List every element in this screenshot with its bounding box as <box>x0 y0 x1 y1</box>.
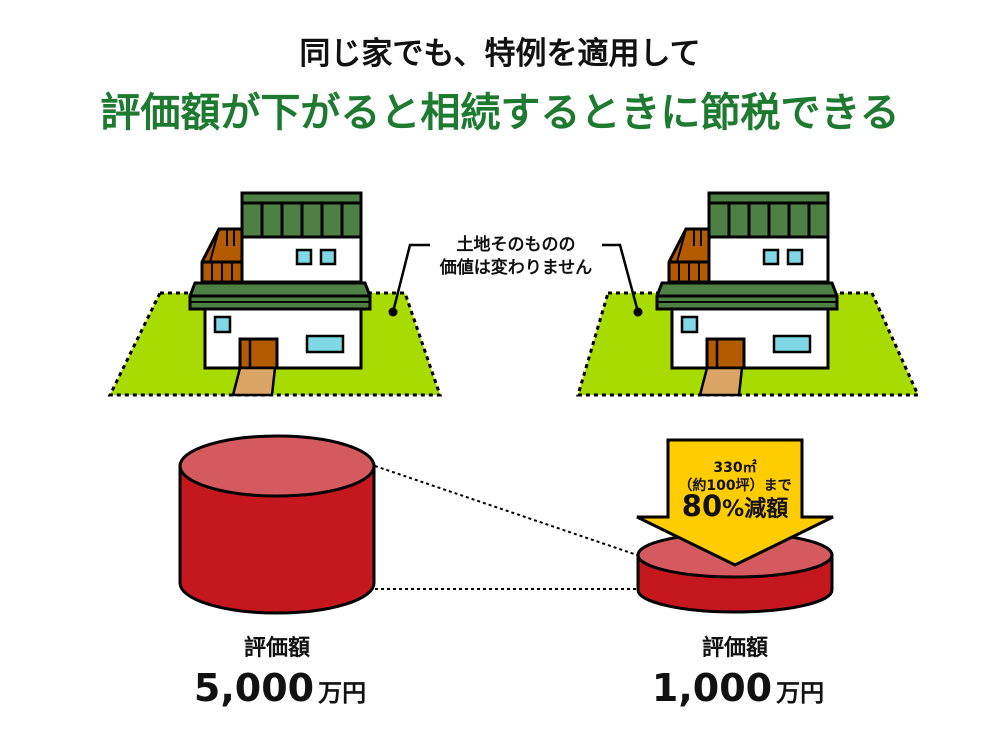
left-unit: 万円 <box>318 679 367 707</box>
arrow-percent-number: 80 <box>681 489 723 523</box>
arrow-percent-suffix: %減額 <box>722 497 789 522</box>
left-label: 評価額 <box>243 636 311 661</box>
house-right <box>655 191 839 397</box>
right-label: 評価額 <box>701 636 769 661</box>
right-value: 1,000 <box>651 666 773 710</box>
callout-line-left <box>391 243 430 313</box>
dotted-line-top <box>374 465 641 557</box>
arrow-area: 330㎡ <box>713 460 757 476</box>
house-left <box>188 191 372 397</box>
callout-text: 土地そのものの 価値は変わりません <box>440 234 593 280</box>
title-line1: 同じ家でも、特例を適用して <box>299 36 701 72</box>
title-line2: 評価額が下がると相続するときに節税できる <box>100 90 900 136</box>
right-unit: 万円 <box>776 679 825 707</box>
callout-line-right <box>602 243 640 313</box>
arrow-text: 330㎡ （約100坪）まで 80%減額 <box>678 459 791 521</box>
arrow-tsubo: （約100坪）まで <box>678 478 792 494</box>
callout-line2: 価値は変わりません <box>439 258 593 278</box>
cylinder-left <box>178 434 376 615</box>
callout-line1: 土地そのものの <box>456 235 576 255</box>
left-value: 5,000 <box>193 666 315 710</box>
reduction-arrow <box>636 438 834 567</box>
